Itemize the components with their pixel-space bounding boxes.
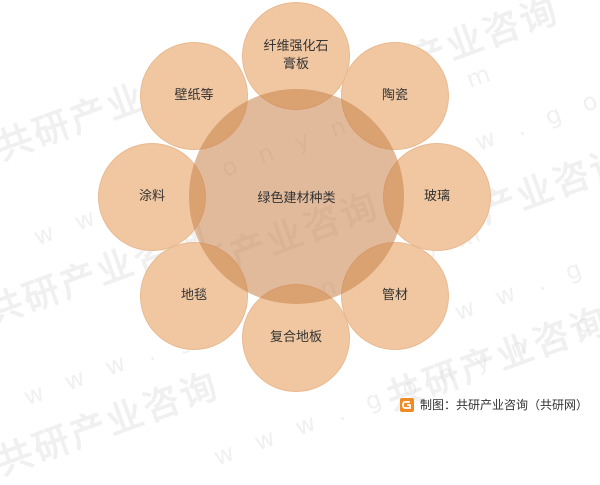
center-label: 绿色建材种类 bbox=[257, 191, 336, 206]
source-text: 制图：共研产业咨询（共研网） bbox=[419, 398, 588, 412]
node-paint: 涂料 bbox=[98, 143, 206, 251]
node-label: 管材 bbox=[381, 288, 408, 303]
node-label: 陶瓷 bbox=[381, 88, 408, 103]
node-label: 玻璃 bbox=[423, 189, 450, 204]
node-label: 纤维强化石膏板 bbox=[263, 39, 329, 72]
center-node: 绿色建材种类 bbox=[189, 89, 404, 304]
node-label: 复合地板 bbox=[269, 330, 322, 345]
node-label: 地毯 bbox=[180, 288, 207, 303]
node-glass: 玻璃 bbox=[383, 143, 491, 251]
source-caption: 制图：共研产业咨询（共研网） bbox=[399, 396, 588, 413]
node-label: 涂料 bbox=[138, 189, 165, 204]
gonyn-logo-icon bbox=[399, 397, 414, 412]
node-label: 壁纸等 bbox=[174, 88, 214, 103]
